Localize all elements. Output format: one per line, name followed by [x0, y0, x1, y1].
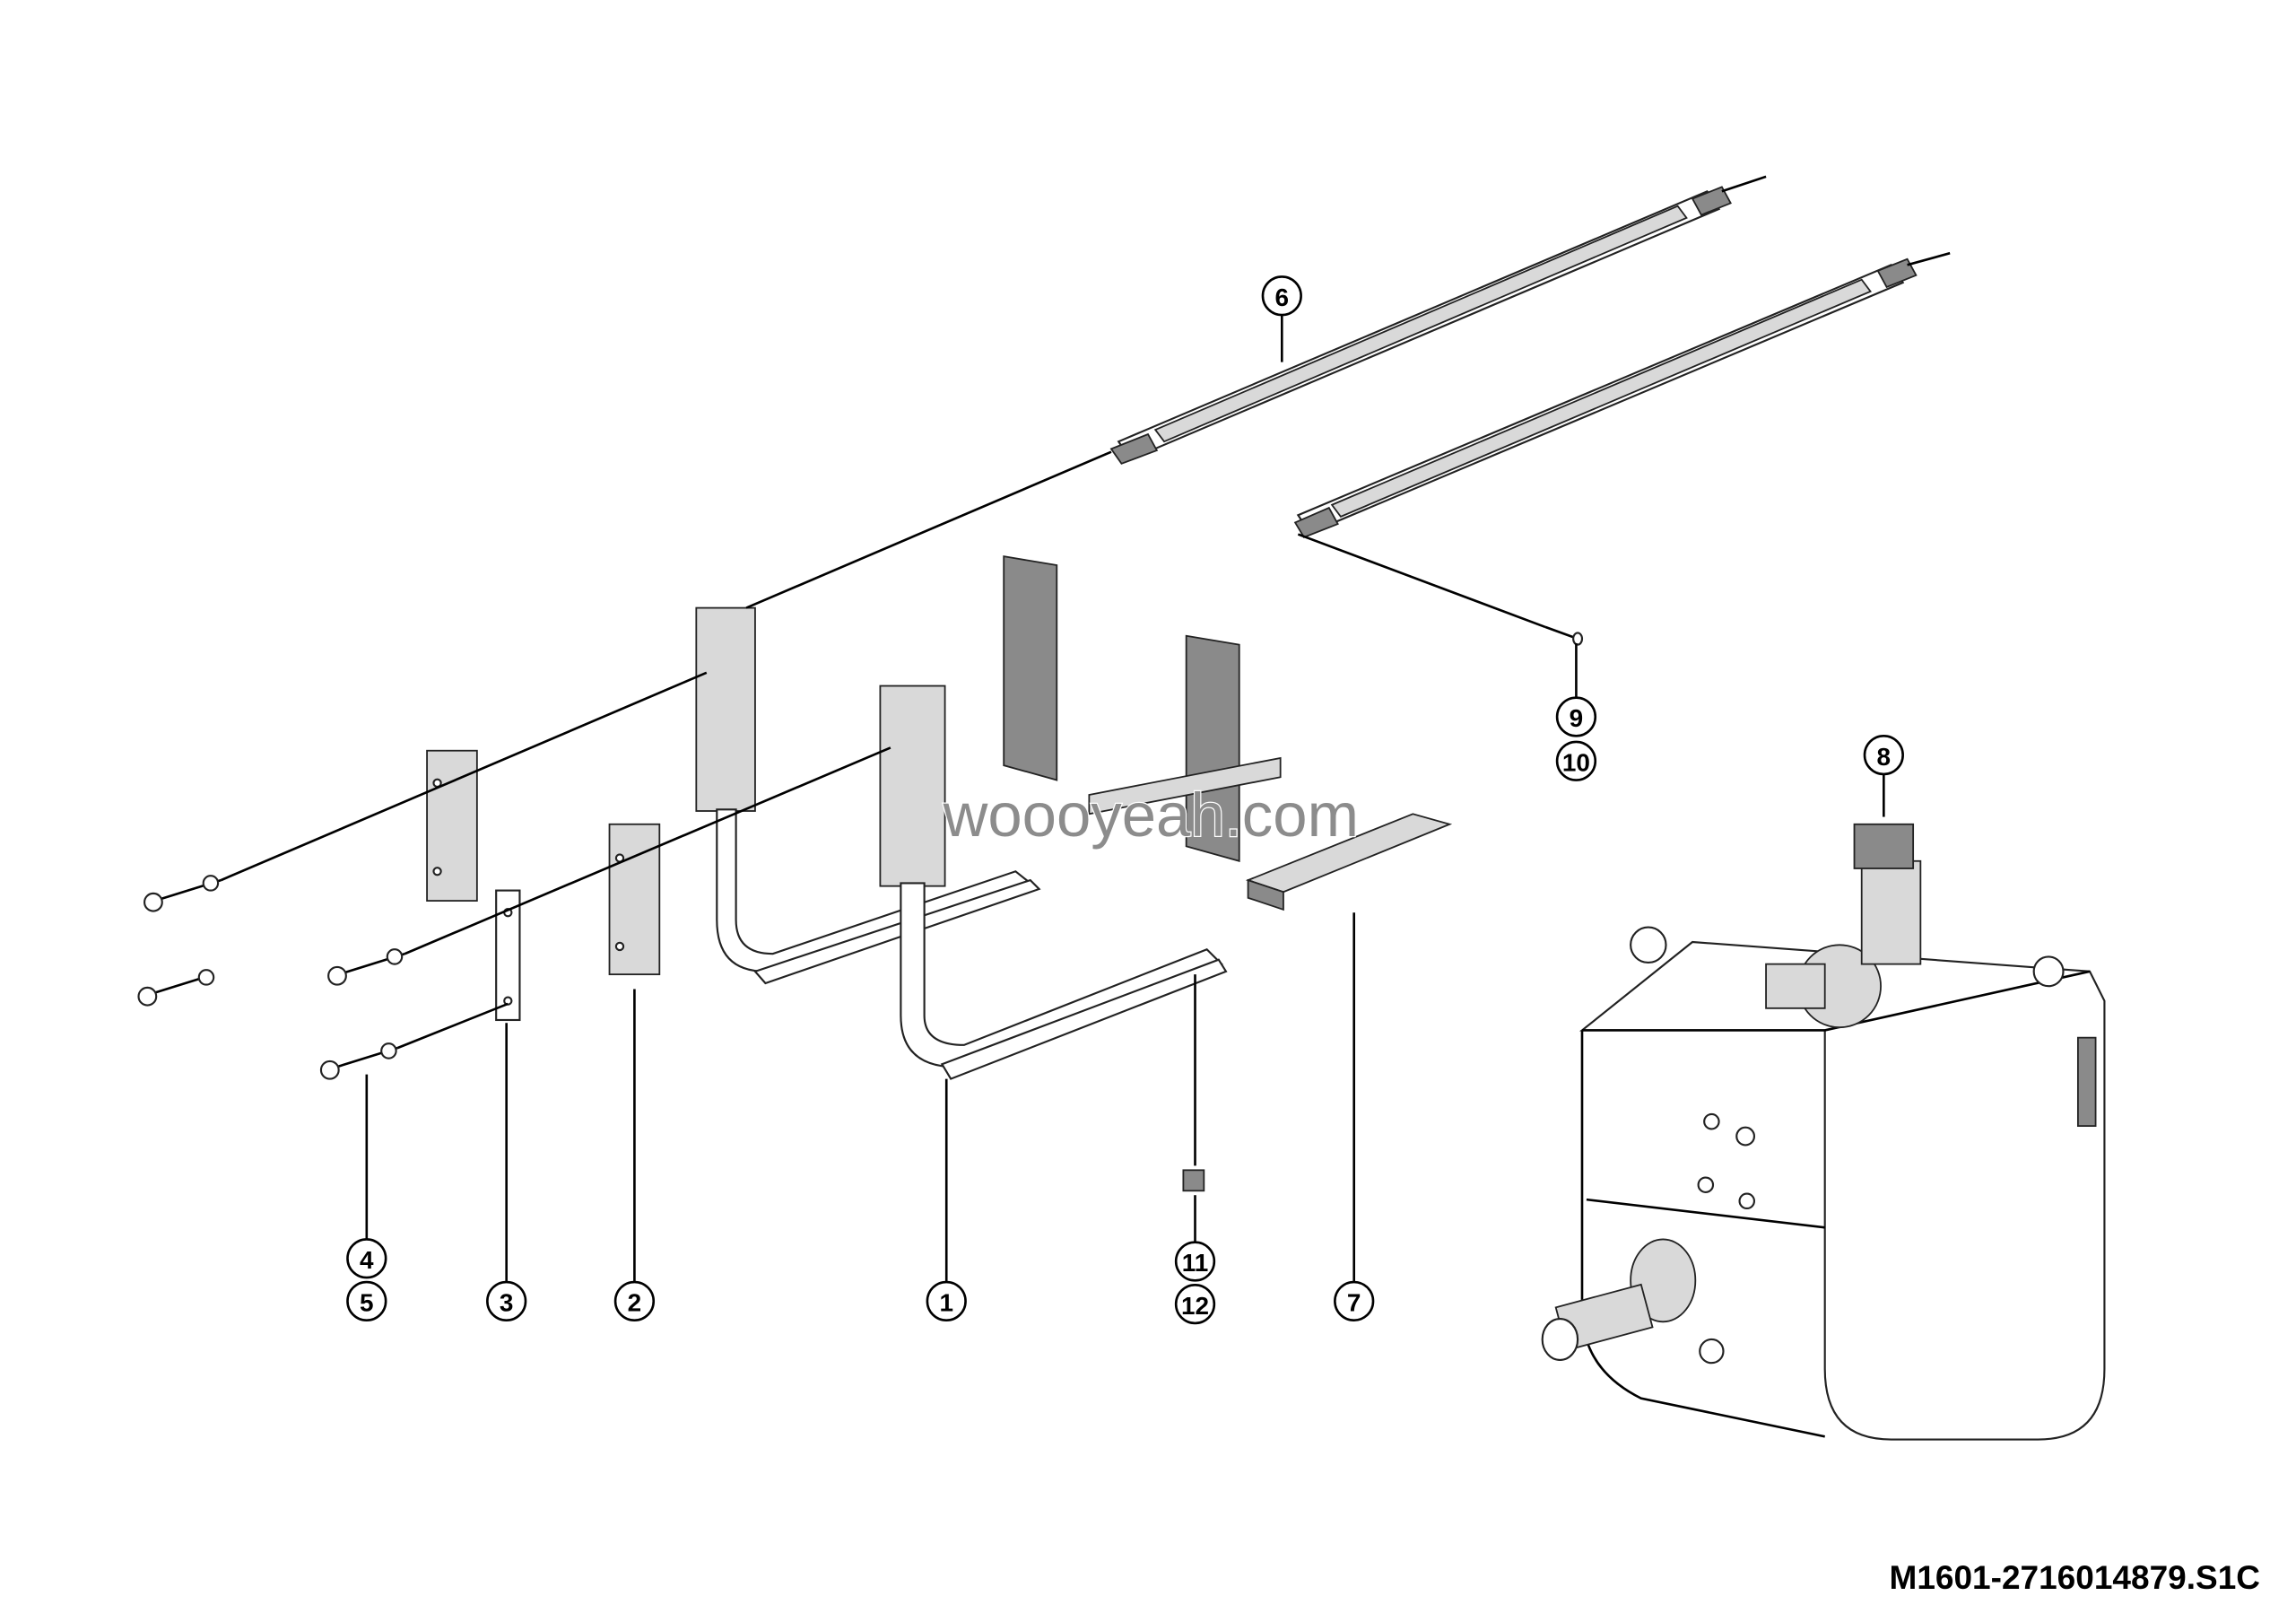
- callout-1: 1: [926, 1280, 967, 1321]
- drawing-code: M1601-2716014879.S1C: [1889, 1559, 2261, 1596]
- assembly-lines: [220, 450, 1546, 1050]
- spacer-tube-2: [608, 823, 661, 976]
- plate-3: [495, 889, 521, 1022]
- watermark: woooyeah.com: [943, 780, 1359, 850]
- fork-bracket-front: [879, 685, 1228, 1080]
- svg-text:9: 9: [1570, 704, 1584, 732]
- callout-2: 2: [613, 1280, 656, 1321]
- pads: [1003, 555, 1453, 911]
- svg-text:5: 5: [360, 1288, 374, 1316]
- callout-11: 11: [1174, 1241, 1216, 1282]
- bolts: [137, 875, 405, 1080]
- callout-12: 12: [1174, 1283, 1216, 1325]
- svg-text:10: 10: [1562, 748, 1590, 776]
- strap-lower: [1293, 251, 1951, 538]
- callout-10: 10: [1555, 740, 1597, 781]
- svg-text:8: 8: [1877, 743, 1892, 771]
- svg-text:4: 4: [360, 1246, 374, 1274]
- callout-7: 7: [1334, 1280, 1375, 1321]
- svg-text:2: 2: [628, 1288, 642, 1316]
- leader-lines: [365, 315, 1885, 1283]
- callout-8: 8: [1863, 735, 1904, 776]
- tank: [1541, 823, 2106, 1441]
- fork-bracket-rear: [695, 606, 1041, 985]
- svg-text:12: 12: [1181, 1292, 1209, 1320]
- svg-text:1: 1: [939, 1288, 953, 1316]
- callout-9: 9: [1555, 696, 1597, 737]
- callout-6: 6: [1261, 275, 1302, 317]
- nut: [1182, 1169, 1205, 1192]
- svg-text:11: 11: [1182, 1249, 1208, 1277]
- svg-text:7: 7: [1347, 1288, 1361, 1316]
- callout-5: 5: [346, 1280, 387, 1321]
- strap-upper: [1109, 175, 1767, 465]
- callout-4: 4: [346, 1238, 387, 1279]
- pin: [1544, 625, 1584, 646]
- svg-text:3: 3: [500, 1288, 514, 1316]
- svg-text:6: 6: [1275, 283, 1290, 311]
- callout-3: 3: [486, 1280, 527, 1321]
